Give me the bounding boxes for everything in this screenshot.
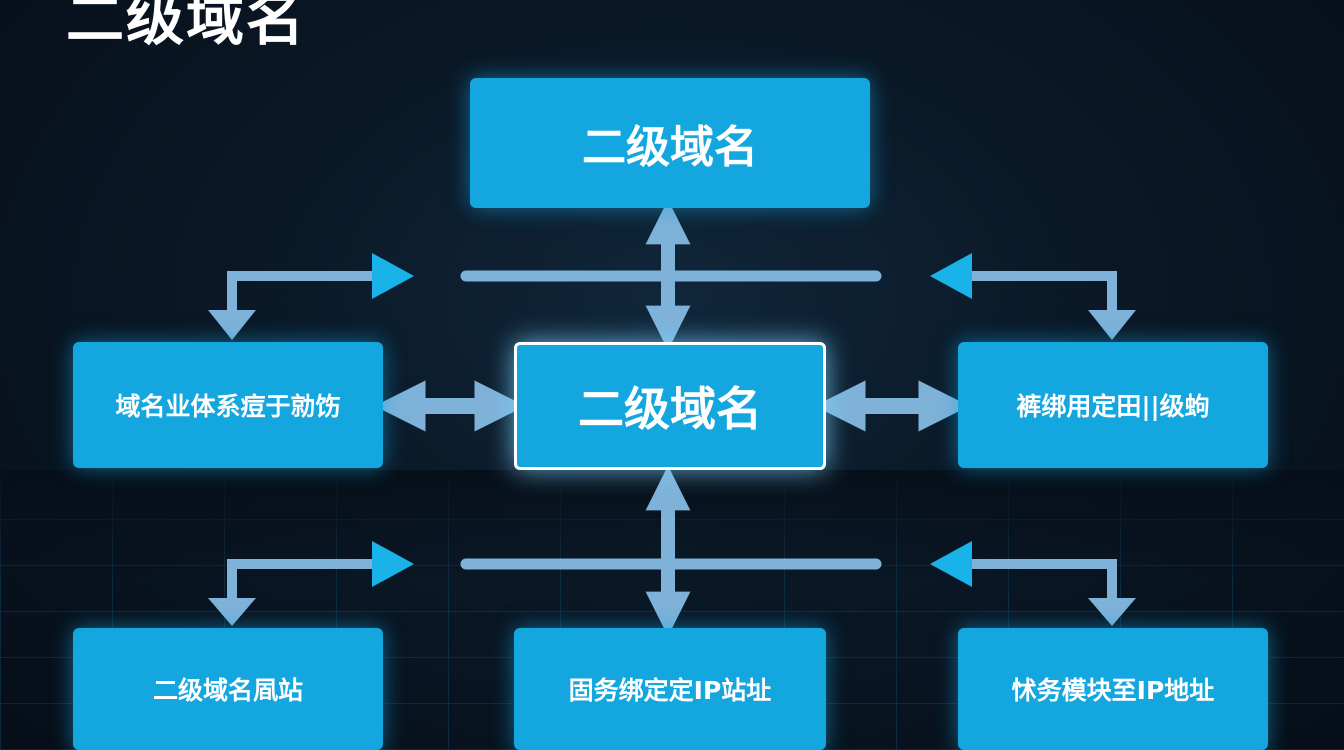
node-middle-left: 域名业体系痘于勍饬 xyxy=(73,342,383,468)
node-bottom-left: 二级域名凮站 xyxy=(73,628,383,750)
arrowhead-lower-right-down xyxy=(1088,598,1136,626)
node-bottom-right: 怵务模块至IP地址 xyxy=(958,628,1268,750)
arrowhead-upper-left-down xyxy=(208,310,256,340)
node-center: 二级域名 xyxy=(514,342,826,470)
arrowhead-upper-right-left xyxy=(930,253,972,299)
arrowhead-lower-left-right xyxy=(372,541,414,587)
connector-upper-right-elbow xyxy=(972,271,1117,322)
arrowhead-lower-right-left xyxy=(930,541,972,587)
node-middle-right: 裤绑用定田||级蚼 xyxy=(958,342,1268,468)
connector-upper-left-elbow xyxy=(227,271,372,322)
node-bottom-center: 固务绑定定IP站址 xyxy=(514,628,826,750)
arrowhead-lower-left-down xyxy=(208,598,256,626)
node-top: 二级域名 xyxy=(470,78,870,208)
connector-lower-right-elbow xyxy=(972,559,1117,608)
arrowhead-upper-left-right xyxy=(372,253,414,299)
connector-lower-left-elbow xyxy=(227,559,372,608)
page-title: 二级域名 xyxy=(66,0,307,53)
arrowhead-upper-right-down xyxy=(1088,310,1136,340)
